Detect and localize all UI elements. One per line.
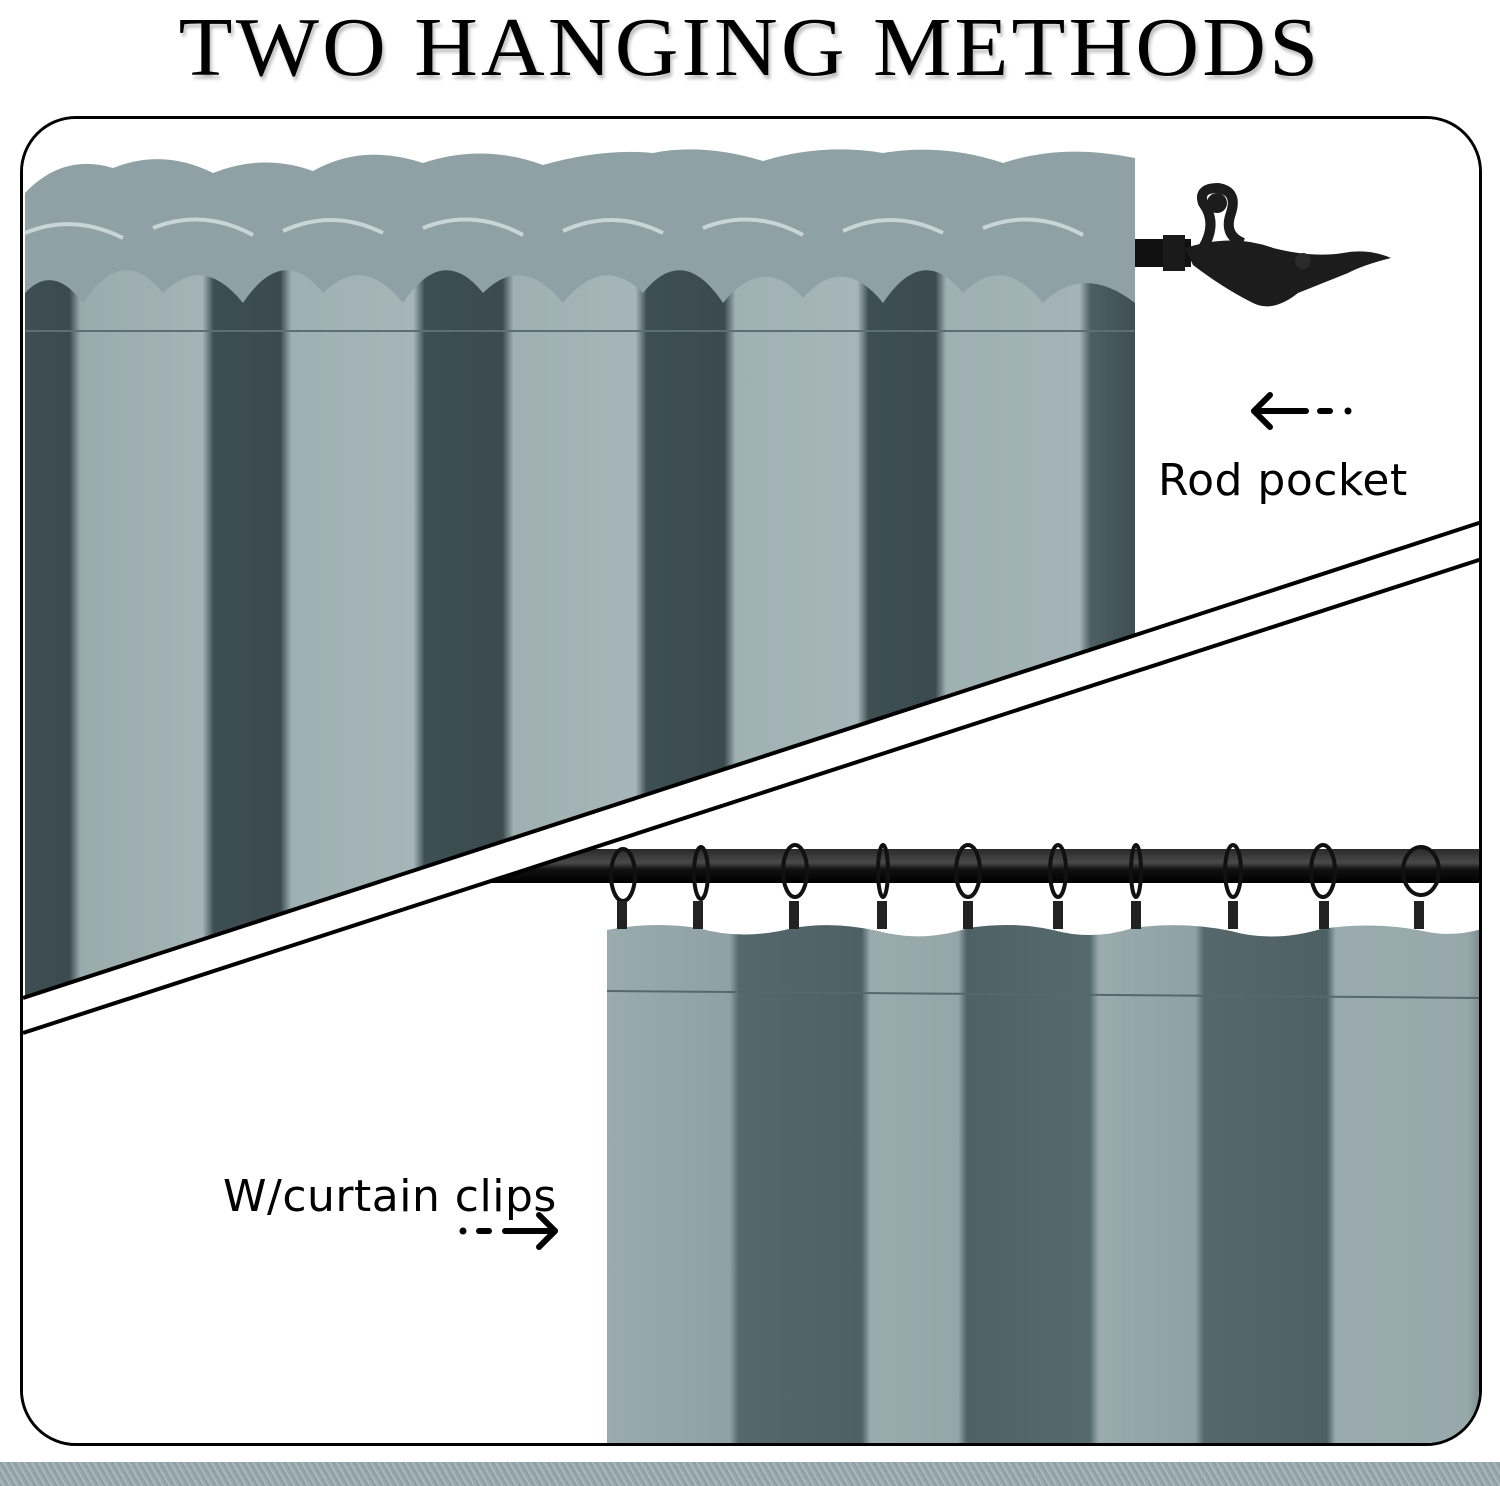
fabric-texture-band <box>0 1462 1500 1486</box>
divider-line <box>23 520 1479 1000</box>
curtain-clips-label: W/curtain clips <box>223 1171 557 1222</box>
divider-line <box>23 557 1479 1035</box>
curtain-illustration <box>23 119 1479 1443</box>
rod-pocket-panel <box>23 119 1479 998</box>
page-title: TWO HANGING METHODS <box>178 1 1322 94</box>
right-arrow-icon <box>459 1212 558 1250</box>
rod-pocket-label: Rod pocket <box>1158 455 1408 506</box>
image-frame: Rod pocket W/curtain clips <box>20 116 1482 1446</box>
left-arrow-icon <box>1251 392 1352 430</box>
clip-rings <box>609 843 1441 929</box>
